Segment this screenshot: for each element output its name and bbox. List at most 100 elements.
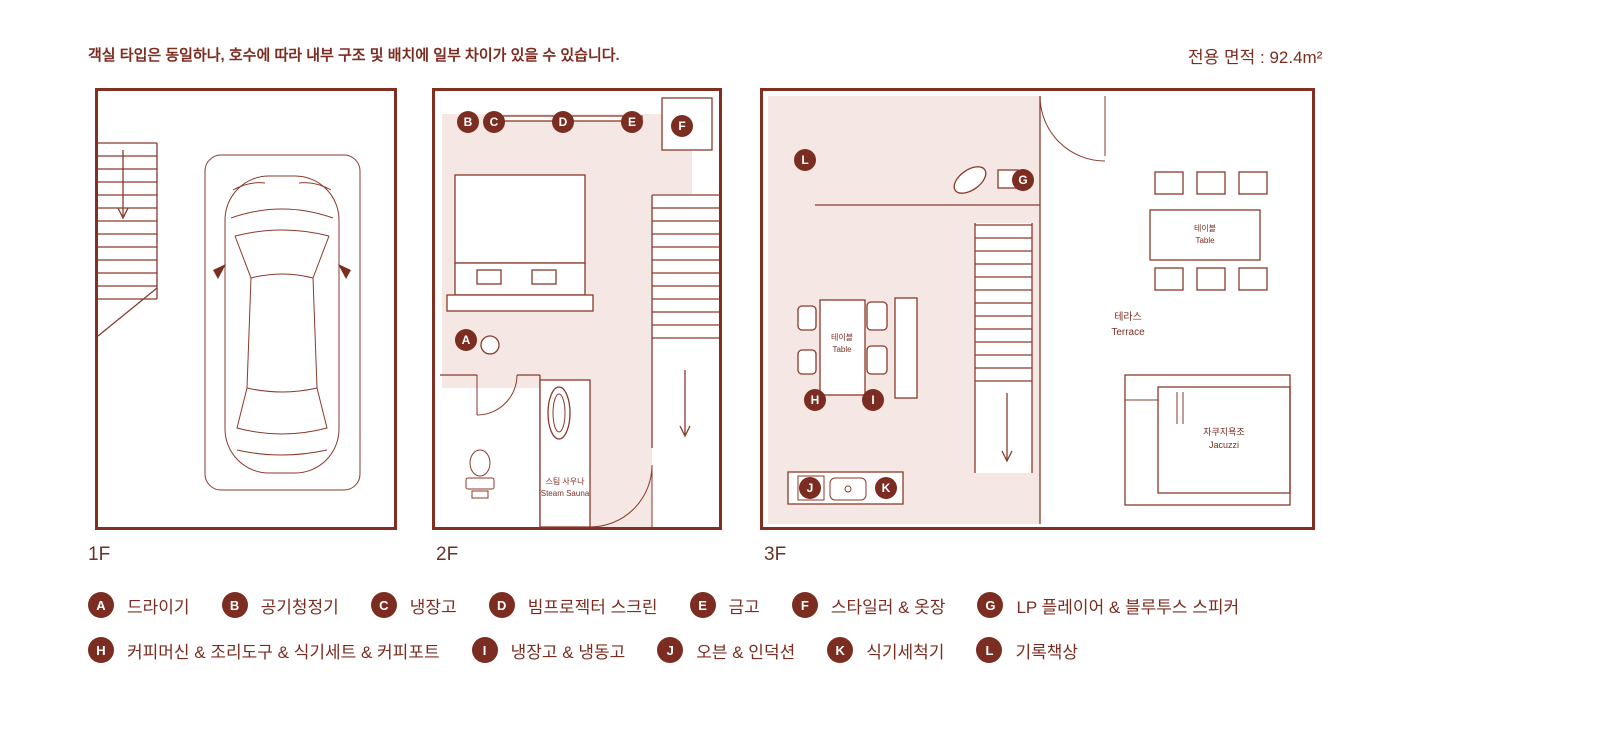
jacuzzi-label-en: Jacuzzi — [1209, 440, 1239, 450]
svg-text:J: J — [807, 481, 814, 495]
dining-table-set: 테이블 Table — [797, 297, 918, 399]
plan-3f-border — [760, 88, 1315, 530]
toilet — [465, 449, 495, 499]
legend-item-d: D 빔프로젝터 스크린 — [488, 592, 658, 618]
marker-g: G — [1012, 169, 1034, 191]
plan-2f-border — [432, 88, 722, 530]
floor-plan-1f — [95, 88, 397, 530]
legend-badge-j: J — [657, 637, 684, 663]
chair — [797, 349, 817, 375]
legend-item-l: L 기록책상 — [976, 637, 1078, 663]
svg-text:F: F — [678, 119, 685, 133]
legend-item-i: I 냉장고 & 냉동고 — [471, 637, 626, 663]
legend-item-c: C 냉장고 — [370, 592, 457, 618]
stairs-down-arrow-icon — [1001, 393, 1013, 463]
legend-badge-l: L — [976, 637, 1003, 663]
side-mirror-icon — [213, 264, 226, 279]
jacuzzi: 자쿠지욕조 Jacuzzi — [1124, 374, 1291, 506]
floor-plan-2f: 스팀 사우나 Steam Sauna B C D E F A — [432, 88, 722, 530]
legend-badge-k: K — [827, 637, 854, 663]
legend-item-g: G LP 플레이어 & 블루투스 스피커 — [977, 592, 1239, 618]
marker-c: C — [483, 111, 505, 133]
marker-e: E — [621, 111, 643, 133]
car-top-view — [213, 175, 351, 474]
marker-h: H — [804, 389, 826, 411]
legend-label-i: 냉장고 & 냉동고 — [510, 642, 626, 662]
legend-badge-e: E — [689, 592, 716, 618]
legend-label-e: 금고 — [728, 597, 760, 617]
terrace-label-kr: 테라스 — [1114, 311, 1142, 323]
legend-label-l: 기록책상 — [1015, 642, 1078, 662]
terrace-table — [1149, 209, 1261, 261]
legend-label-k: 식기세척기 — [866, 642, 945, 662]
terrace-label-en: Terrace — [1111, 327, 1145, 338]
floor-label-2f: 2F — [436, 544, 459, 565]
terrace-door-arc — [1039, 95, 1106, 162]
floor-label-1f: 1F — [88, 544, 111, 565]
svg-text:L: L — [801, 153, 808, 167]
staircase-1f — [97, 142, 158, 337]
marker-k: K — [875, 477, 897, 499]
steam-sauna-room: 스팀 사우나 Steam Sauna — [539, 379, 591, 528]
stairs-down-arrow-icon — [117, 150, 129, 220]
svg-text:K: K — [882, 481, 891, 495]
bed — [446, 174, 594, 312]
legend-label-d: 빔프로젝터 스크린 — [527, 597, 658, 617]
bathroom-door-arc — [476, 374, 518, 416]
legend-item-e: E 금고 — [689, 592, 760, 618]
sink-basin — [480, 335, 500, 355]
disclaimer-text: 객실 타입은 동일하나, 호수에 따라 내부 구조 및 배치에 일부 차이가 있… — [88, 47, 620, 64]
sauna-label-kr: 스팀 사우나 — [545, 476, 585, 486]
legend-label-j: 오븐 & 인덕션 — [696, 642, 796, 662]
sauna-tub — [547, 386, 571, 440]
legend-label-f: 스타일러 & 옷장 — [830, 597, 946, 617]
legend-item-b: B 공기청정기 — [221, 592, 339, 618]
legend-badge-b: B — [221, 592, 248, 618]
terrace-table-label-kr: 테이블 — [1194, 223, 1216, 233]
sink-drain-icon — [844, 485, 852, 493]
legend-label-b: 공기청정기 — [260, 597, 339, 617]
legend-label-h: 커피머신 & 조리도구 & 식기세트 & 커피포트 — [127, 642, 440, 662]
svg-text:B: B — [464, 115, 473, 129]
floor-plan-3f: 테이블 Table 테이블 Table 테라스 Terrace — [760, 88, 1315, 530]
stairwell-fill — [975, 223, 1032, 473]
marker-d: D — [552, 111, 574, 133]
oven — [797, 475, 825, 501]
staircase-2f — [651, 194, 719, 448]
legend-label-a: 드라이기 — [127, 597, 190, 617]
chair — [1154, 171, 1184, 195]
dining-table-label-en: Table — [832, 345, 852, 354]
jacuzzi-ladder-icon — [1125, 392, 1184, 424]
chair — [1238, 267, 1268, 291]
chair — [797, 305, 817, 331]
legend-item-k: K 식기세척기 — [827, 637, 944, 663]
staircase-3f — [974, 223, 1033, 473]
dining-table-label-kr: 테이블 — [831, 332, 853, 342]
legend-row-2: H 커피머신 & 조리도구 & 식기세트 & 커피포트 I 냉장고 & 냉동고 … — [88, 637, 1078, 663]
chair — [1238, 171, 1268, 195]
floor-label-3f: 3F — [764, 544, 787, 565]
legend-item-j: J 오븐 & 인덕션 — [657, 637, 795, 663]
chair — [1154, 267, 1184, 291]
room-fill — [582, 388, 652, 527]
terrace-area: 테이블 Table 테라스 Terrace 자쿠지욕조 Jacuzzi — [1111, 171, 1291, 506]
legend-badge-a: A — [88, 592, 114, 618]
exit-door-arc — [589, 464, 653, 528]
legend-item-f: F 스타일러 & 옷장 — [791, 592, 946, 618]
kitchen-counter — [894, 297, 918, 399]
legend-label-c: 냉장고 — [409, 597, 457, 617]
svg-text:D: D — [559, 115, 568, 129]
marker-l: L — [794, 149, 816, 171]
svg-text:C: C — [490, 115, 499, 129]
legend-badge-c: C — [370, 592, 397, 618]
chair — [866, 345, 888, 375]
chair — [1196, 171, 1226, 195]
marker-i: I — [862, 389, 884, 411]
exclusive-area-label: 전용 면적 : 92.4m² — [1188, 48, 1323, 67]
legend-label-g: LP 플레이어 & 블루투스 스피커 — [1016, 597, 1240, 617]
marker-a: A — [455, 329, 477, 351]
legend-row-1: A 드라이기 B 공기청정기 C 냉장고 D 빔프로젝터 스크린 E 금고 F … — [88, 592, 1239, 618]
bathroom — [440, 374, 541, 527]
legend-badge-d: D — [488, 592, 515, 618]
parking-area — [204, 154, 361, 491]
